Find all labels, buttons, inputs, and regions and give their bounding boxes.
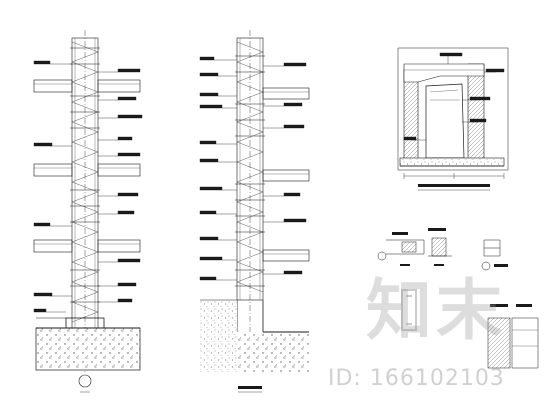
watermark-id: ID: 166102103 (328, 366, 505, 391)
middle-wall-section (199, 30, 310, 393)
watermark-logo: 知末 (366, 272, 506, 349)
small-details (377, 228, 508, 271)
left-wall-section (33, 30, 143, 393)
bottom-right-detail (487, 304, 539, 369)
opening-detail (397, 47, 509, 191)
watermark-bracket-icon (401, 289, 417, 331)
